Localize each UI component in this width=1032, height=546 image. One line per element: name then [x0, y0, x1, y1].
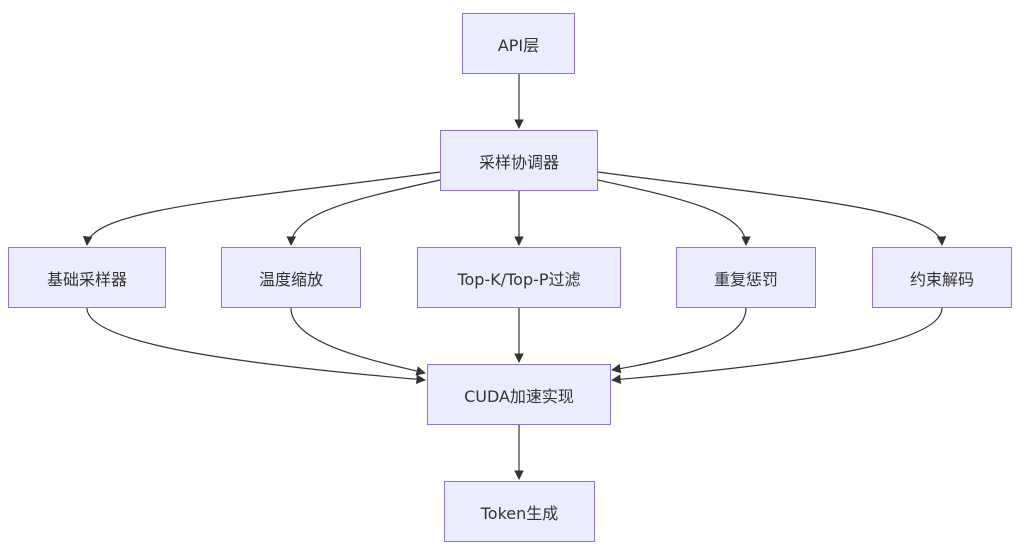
node-sampling-coordinator: 采样协调器 — [440, 130, 598, 191]
edge-penalty-to-cuda — [611, 307, 747, 374]
node-token-generation: Token生成 — [444, 481, 595, 542]
node-cuda-acceleration: CUDA加速实现 — [427, 364, 611, 425]
node-topk-topp-filter: Top-K/Top-P过滤 — [417, 247, 621, 308]
node-api-layer: API层 — [462, 13, 575, 74]
edge-constrained-to-cuda — [611, 307, 943, 385]
node-constrained-decoding: 约束解码 — [872, 247, 1012, 308]
edge-basic-to-cuda — [86, 307, 426, 385]
edge-coordinator-to-constrained — [597, 171, 947, 246]
edge-temperature-to-cuda — [290, 307, 426, 376]
node-temperature-scaling: 温度缩放 — [221, 247, 361, 308]
edge-coordinator-to-temperature — [286, 179, 441, 246]
edge-coordinator-to-penalty — [597, 179, 751, 246]
node-basic-sampler: 基础采样器 — [8, 247, 166, 308]
node-repetition-penalty: 重复惩罚 — [676, 247, 816, 308]
edge-coordinator-to-basic — [82, 171, 441, 246]
